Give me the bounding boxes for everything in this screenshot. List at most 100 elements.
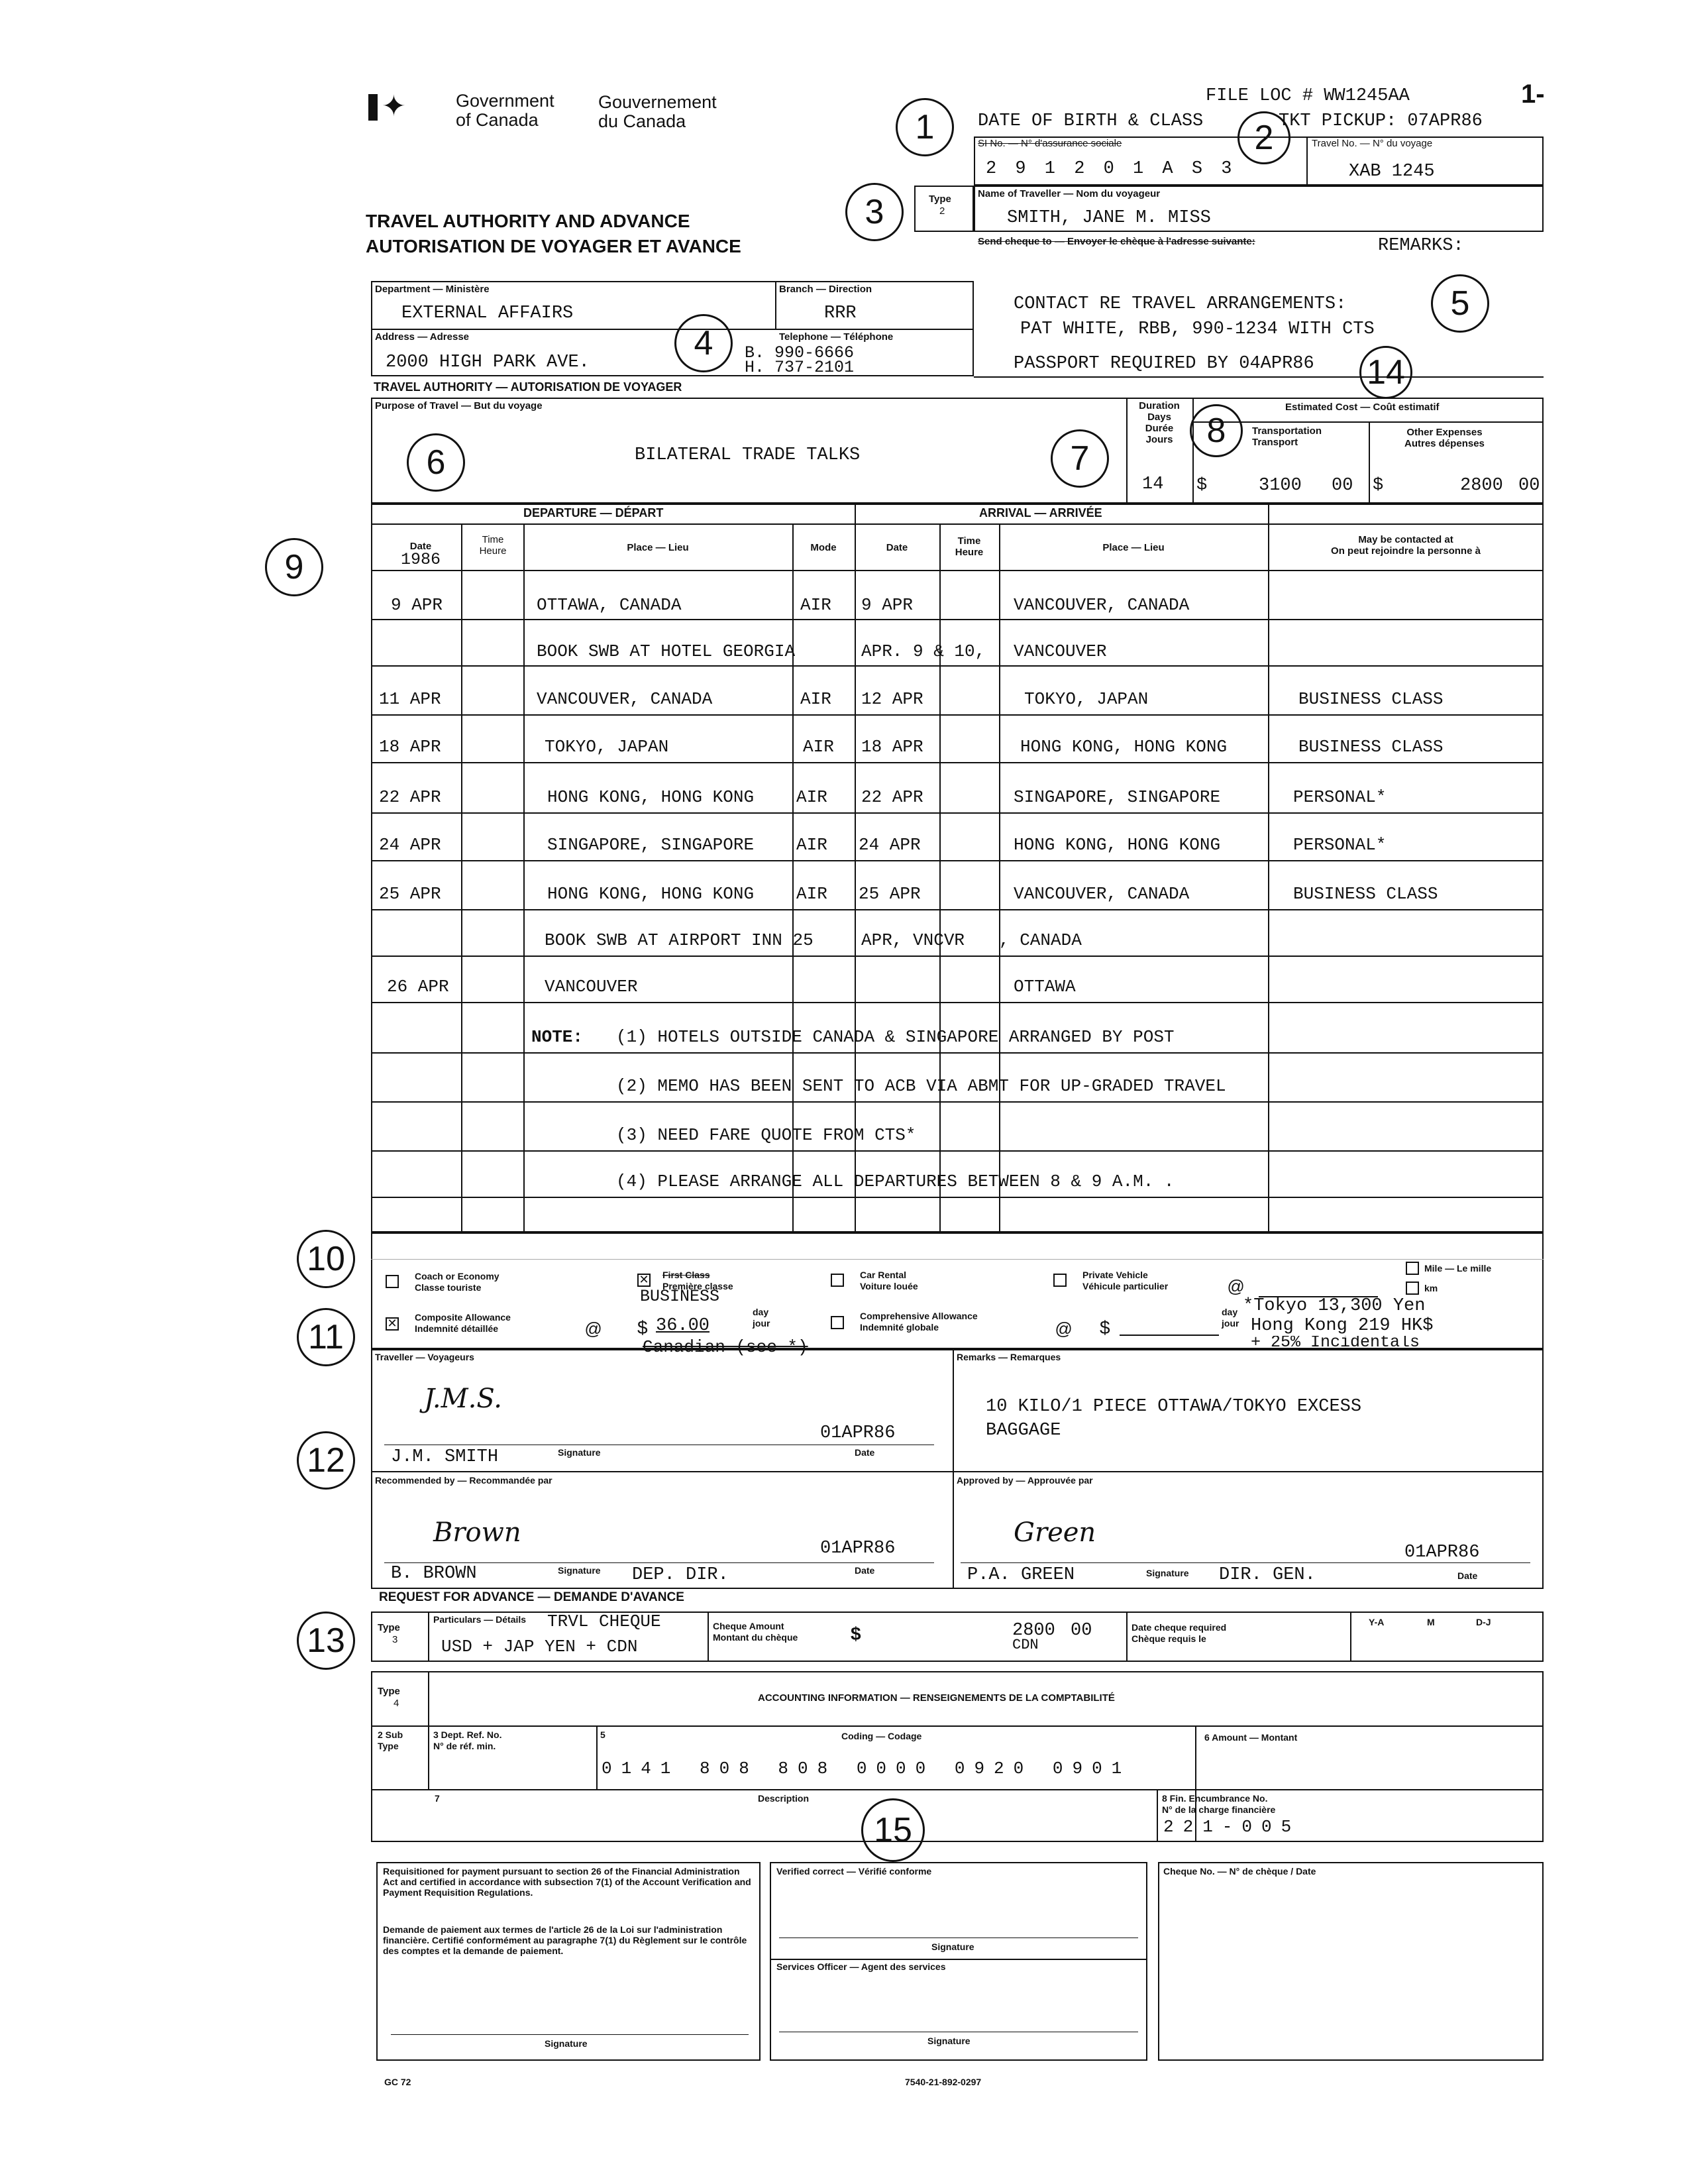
dep-date[interactable]: 25 APR xyxy=(379,884,441,904)
arr-place[interactable]: HONG KONG, HONG KONG xyxy=(1020,737,1228,757)
callout-15: 15 xyxy=(861,1798,925,1862)
dep-place[interactable]: VANCOUVER, CANADA xyxy=(537,689,713,709)
dep-place[interactable]: HONG KONG, HONG KONG xyxy=(547,787,755,807)
arr-date[interactable]: APR. 9 & 10, xyxy=(861,641,986,661)
arr-place[interactable]: VANCOUVER, CANADA xyxy=(1014,884,1190,904)
arr-place[interactable]: TOKYO, JAPAN xyxy=(1024,689,1149,709)
requisition-box xyxy=(376,1862,761,2061)
arr-place[interactable]: VANCOUVER xyxy=(1014,641,1107,661)
address-value[interactable]: 2000 HIGH PARK AVE. xyxy=(386,353,590,372)
arr-date[interactable]: 25 APR xyxy=(859,884,921,904)
travel-no-value[interactable]: XAB 1245 xyxy=(1349,162,1435,182)
contact[interactable]: BUSINESS CLASS xyxy=(1293,884,1438,904)
departure-title: DEPARTURE — DÉPART xyxy=(523,506,664,519)
dep-place[interactable]: TOKYO, JAPAN xyxy=(545,737,669,757)
services-signature-label: Signature xyxy=(927,2036,971,2046)
accounting-title: ACCOUNTING INFORMATION — RENSEIGNEMENTS … xyxy=(758,1692,1115,1704)
canada-flag-logo: ✦ xyxy=(368,91,421,125)
phone-label: Telephone — Téléphone xyxy=(779,331,894,343)
arr-date[interactable]: 9 APR xyxy=(861,595,914,615)
duration-value[interactable]: 14 xyxy=(1142,474,1164,494)
traveller-label: Name of Traveller — Nom du voyageur xyxy=(978,188,1161,199)
dep-place[interactable]: BOOK SWB AT HOTEL GEORGIA xyxy=(537,641,796,661)
car-rental-checkbox[interactable] xyxy=(831,1274,844,1287)
cheque-no-label: Cheque No. — N° de chèque / Date xyxy=(1163,1866,1316,1877)
callout-4: 4 xyxy=(674,314,733,372)
private-vehicle-checkbox[interactable] xyxy=(1053,1274,1067,1287)
traveller-name-value[interactable]: SMITH, JANE M. MISS xyxy=(1007,208,1211,228)
phone-home[interactable]: H. 737-2101 xyxy=(745,358,855,377)
dep-date[interactable]: 24 APR xyxy=(379,835,441,855)
dep-date[interactable]: 11 APR xyxy=(379,689,441,709)
dep-date[interactable]: 9 APR xyxy=(391,595,443,615)
cheque-amount-cents[interactable]: 00 xyxy=(1071,1621,1092,1641)
arr-place[interactable]: , CANADA xyxy=(999,930,1082,950)
composite-checkbox[interactable]: ✕ xyxy=(386,1317,399,1331)
recommended-printed-name: B. BROWN xyxy=(391,1564,477,1584)
purpose-value[interactable]: BILATERAL TRADE TALKS xyxy=(635,445,861,465)
dep-place[interactable]: OTTAWA, CANADA xyxy=(537,595,682,615)
callout-11: 11 xyxy=(297,1308,355,1366)
cheque-amount-value[interactable]: 2800 xyxy=(1012,1621,1055,1641)
file-loc: FILE LOC # WW1245AA xyxy=(1206,86,1410,106)
mode[interactable]: AIR xyxy=(796,787,827,807)
arr-date[interactable]: APR, VNCVR xyxy=(861,930,965,950)
arr-place[interactable]: OTTAWA xyxy=(1014,977,1076,997)
approved-title: DIR. GEN. xyxy=(1219,1565,1316,1585)
comprehensive-checkbox[interactable] xyxy=(831,1316,844,1329)
dep-date[interactable]: 26 APR xyxy=(387,977,449,997)
coding-value[interactable]: 0141 808 808 0000 0920 0901 xyxy=(602,1759,1131,1778)
comprehensive-at-sign: @ xyxy=(1055,1319,1073,1338)
transport-value[interactable]: 3100 xyxy=(1259,476,1302,496)
traveller-date[interactable]: 01APR86 xyxy=(820,1423,896,1443)
dep-date[interactable]: 18 APR xyxy=(379,737,441,757)
arr-date[interactable]: 18 APR xyxy=(861,737,923,757)
mode[interactable]: AIR xyxy=(803,737,834,757)
approved-date[interactable]: 01APR86 xyxy=(1404,1543,1480,1562)
contact[interactable]: PERSONAL* xyxy=(1293,835,1387,855)
mode[interactable]: AIR xyxy=(796,884,827,904)
arr-place[interactable]: VANCOUVER, CANADA xyxy=(1014,595,1190,615)
arr-date[interactable]: 24 APR xyxy=(859,835,921,855)
mode[interactable]: AIR xyxy=(800,689,831,709)
arr-date[interactable]: 22 APR xyxy=(861,787,923,807)
phone-business[interactable]: B. 990-6666 xyxy=(745,343,855,362)
first-class-checkbox[interactable]: ✕ xyxy=(637,1274,651,1287)
other-value[interactable]: 2800 xyxy=(1460,476,1503,496)
dept-value[interactable]: EXTERNAL AFFAIRS xyxy=(401,303,574,323)
cheque-amount-currency: $ xyxy=(851,1623,861,1644)
fin-encumbrance-value[interactable]: 221-005 xyxy=(1163,1817,1301,1837)
coach-checkbox[interactable] xyxy=(386,1275,399,1288)
options-box xyxy=(371,1232,1544,1349)
branch-value[interactable]: RRR xyxy=(824,303,857,323)
composite-value[interactable]: 36.00 xyxy=(656,1316,710,1336)
contact[interactable]: PERSONAL* xyxy=(1293,787,1387,807)
arr-date[interactable]: 12 APR xyxy=(861,689,923,709)
transport-cents[interactable]: 00 xyxy=(1332,476,1353,496)
contact[interactable]: BUSINESS CLASS xyxy=(1298,689,1444,709)
mode[interactable]: AIR xyxy=(796,835,827,855)
traveller-name-box xyxy=(974,186,1544,232)
mile-checkbox[interactable] xyxy=(1406,1262,1419,1275)
contact-line-3: PASSPORT REQUIRED BY 04APR86 xyxy=(1014,354,1314,374)
dep-place[interactable]: SINGAPORE, SINGAPORE xyxy=(547,835,755,855)
dep-place[interactable]: VANCOUVER xyxy=(545,977,638,997)
traveller-signature-label: Signature xyxy=(558,1447,601,1458)
arr-place[interactable]: SINGAPORE, SINGAPORE xyxy=(1014,787,1221,807)
authority-box xyxy=(371,398,1544,504)
type-value: 2 xyxy=(939,205,945,217)
contact[interactable]: BUSINESS CLASS xyxy=(1298,737,1444,757)
other-cents[interactable]: 00 xyxy=(1518,476,1540,496)
mode[interactable]: AIR xyxy=(800,595,831,615)
arr-place[interactable]: HONG KONG, HONG KONG xyxy=(1014,835,1221,855)
dep-place[interactable]: HONG KONG, HONG KONG xyxy=(547,884,755,904)
dep-date[interactable]: 22 APR xyxy=(379,787,441,807)
particulars-line-2[interactable]: USD + JAP YEN + CDN xyxy=(441,1637,638,1657)
sin-value[interactable]: 2 9 1 2 0 1 A S 3 xyxy=(986,159,1236,179)
km-checkbox[interactable] xyxy=(1406,1282,1419,1295)
dep-place[interactable]: BOOK SWB AT AIRPORT INN 25 xyxy=(545,930,814,950)
particulars-line-1[interactable]: TRVL CHEQUE xyxy=(547,1611,661,1631)
rates-line-3: + 25% Incidentals xyxy=(1251,1336,1420,1349)
recommended-date[interactable]: 01APR86 xyxy=(820,1539,896,1558)
